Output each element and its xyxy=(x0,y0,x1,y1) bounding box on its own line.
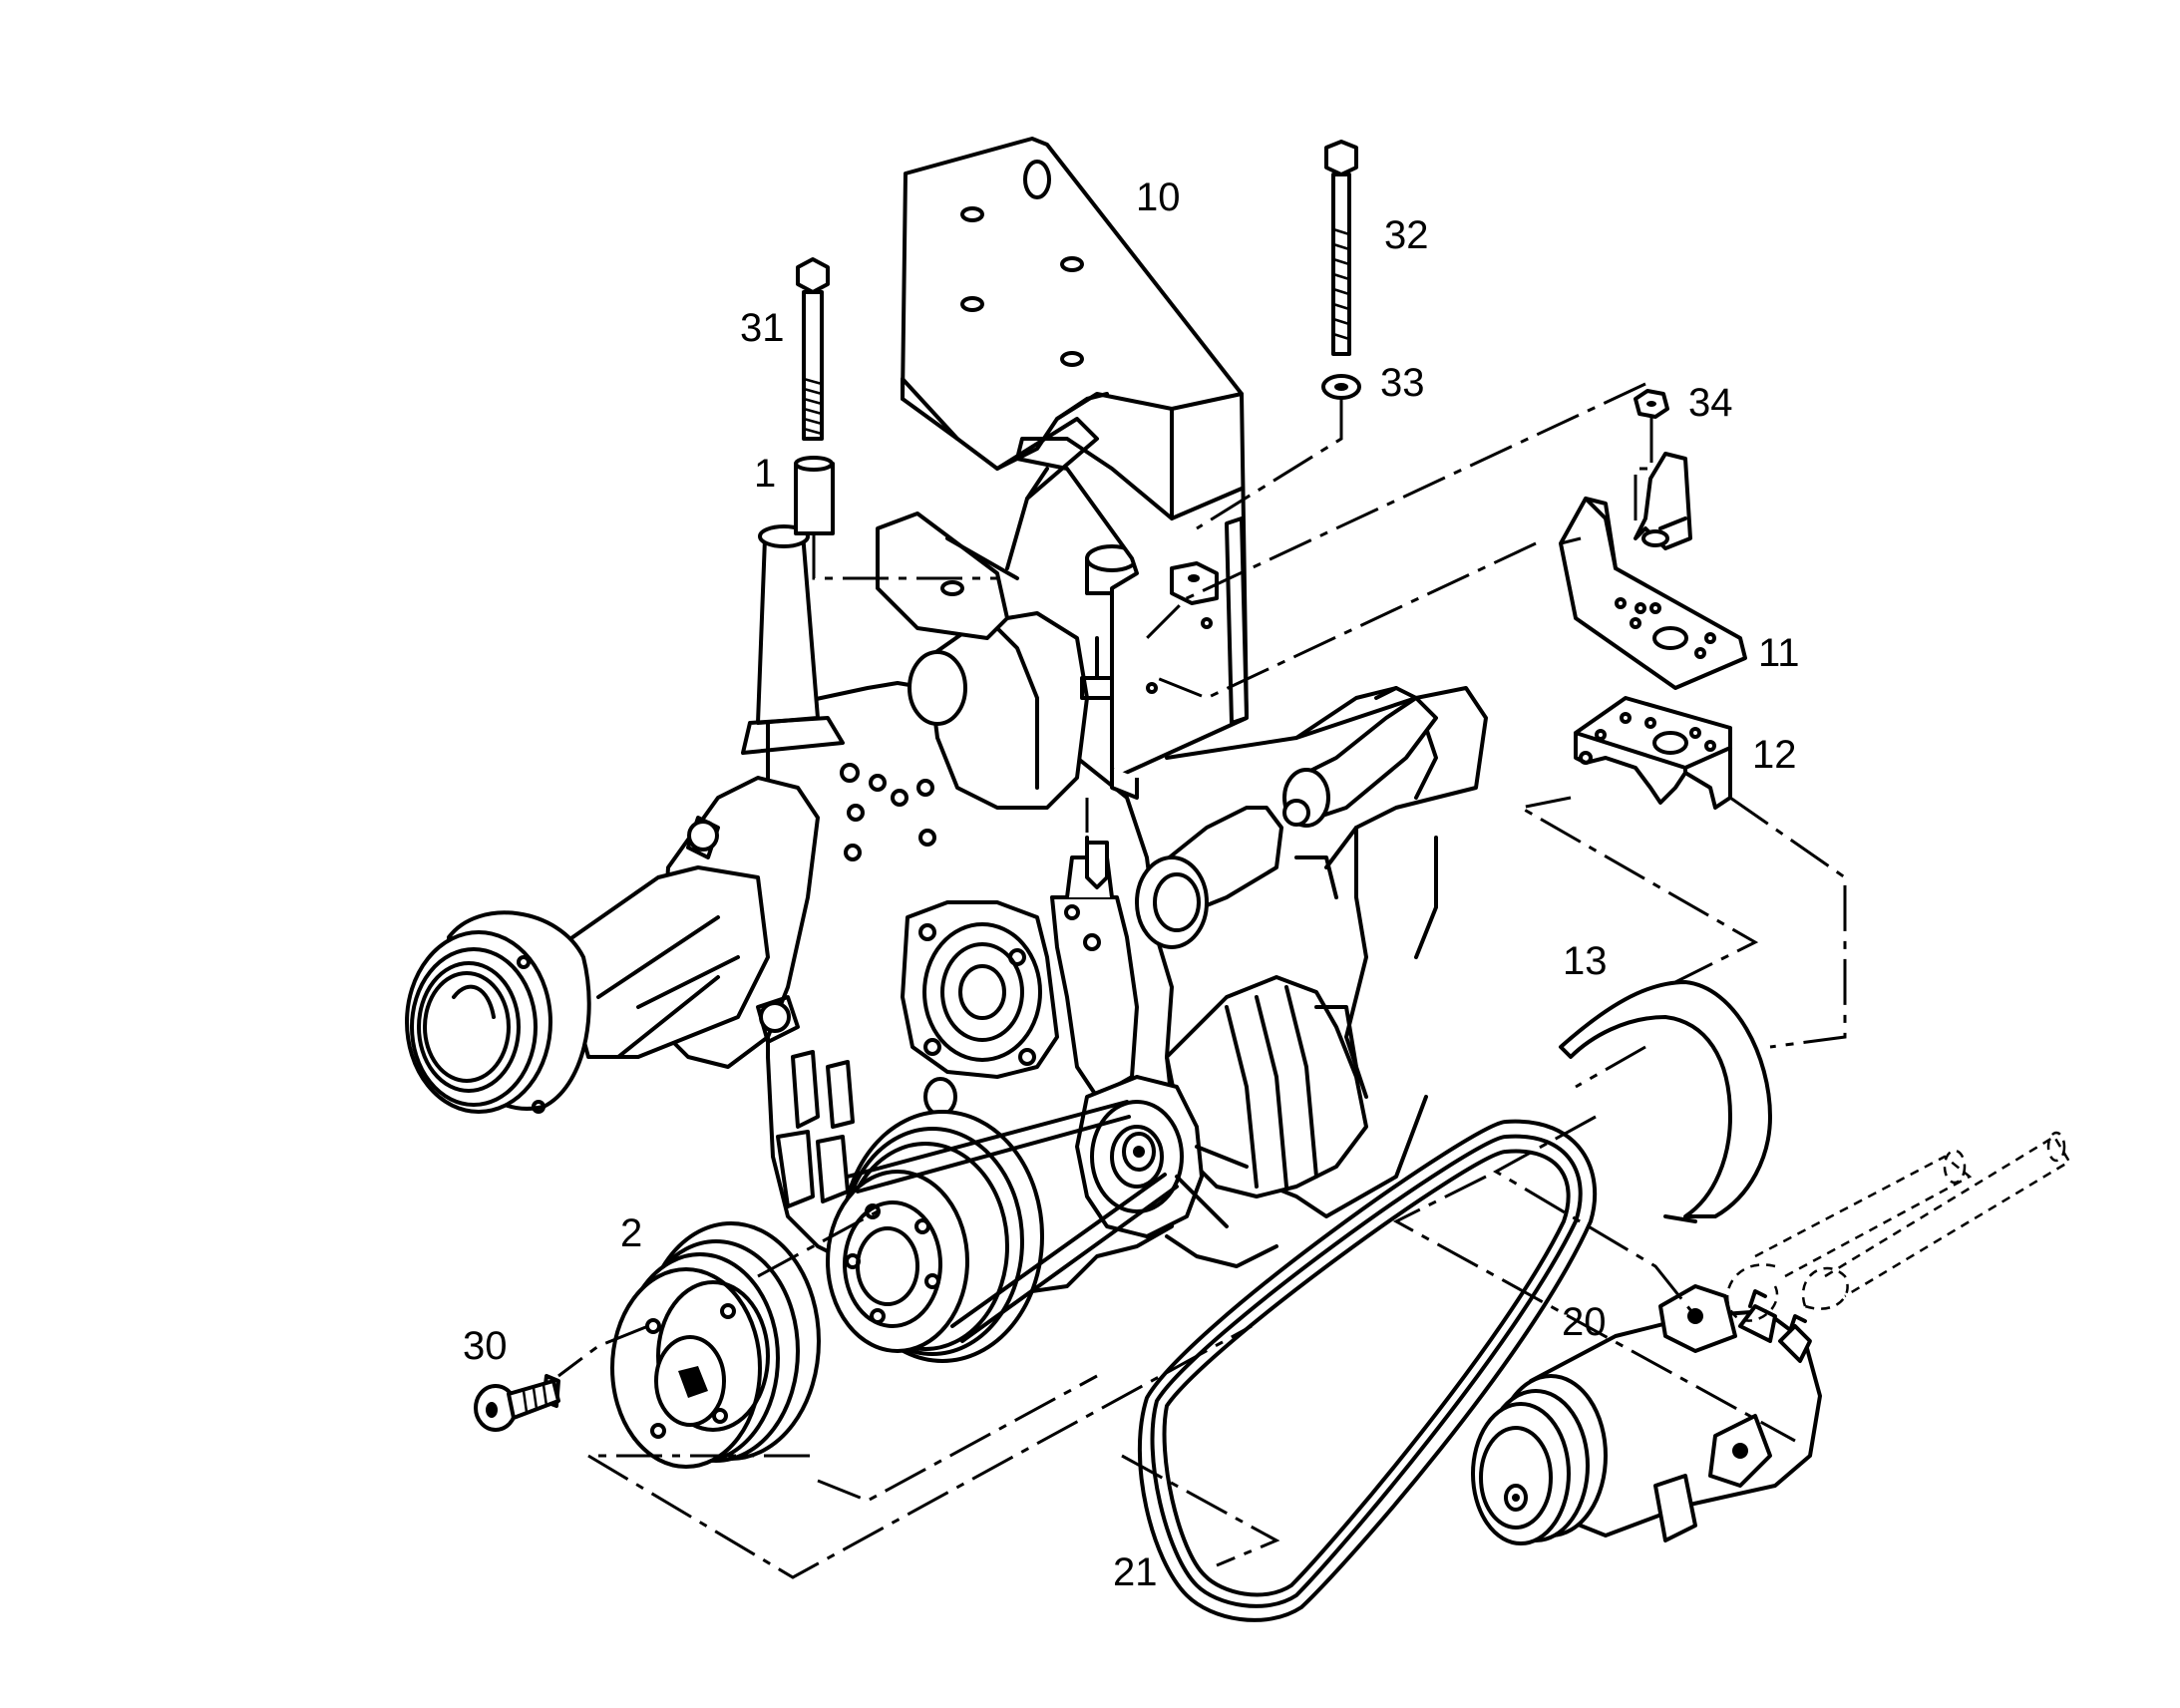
label-12: 12 xyxy=(1752,733,1797,777)
part-32-bolt xyxy=(1324,140,1358,356)
part-21-belt xyxy=(1137,1119,1598,1622)
label-1: 1 xyxy=(754,452,776,496)
part-1-sleeve xyxy=(794,456,835,535)
part-34-nut xyxy=(1634,389,1669,419)
part-31-bolt xyxy=(796,257,830,441)
assembly-centerlines xyxy=(557,382,1847,1579)
part-30-bolt xyxy=(474,1374,560,1432)
label-10: 10 xyxy=(1136,175,1181,219)
label-2: 2 xyxy=(620,1211,642,1255)
label-30: 30 xyxy=(463,1324,508,1368)
part-20-compressor xyxy=(1471,1284,1822,1545)
label-13: 13 xyxy=(1563,939,1608,983)
label-32: 32 xyxy=(1384,213,1429,257)
part-11-bracket xyxy=(1559,452,1747,690)
compressor-hoses xyxy=(1725,1131,2071,1322)
label-33: 33 xyxy=(1380,361,1425,405)
part-33-washer xyxy=(1321,374,1361,400)
label-20: 20 xyxy=(1562,1300,1607,1344)
label-31: 31 xyxy=(740,306,785,350)
label-11: 11 xyxy=(1758,631,1800,675)
part-13-shield xyxy=(1559,980,1772,1223)
engine-block xyxy=(405,524,1488,1363)
part-12-mounting-block xyxy=(1574,696,1732,810)
part-2-pulley xyxy=(610,1221,821,1469)
part-10-mounting-bracket xyxy=(876,137,1249,800)
label-34: 34 xyxy=(1688,381,1733,425)
callout-labels: 10 32 31 33 34 1 11 12 13 2 20 30 21 xyxy=(463,175,1800,1594)
label-21: 21 xyxy=(1113,1550,1158,1594)
